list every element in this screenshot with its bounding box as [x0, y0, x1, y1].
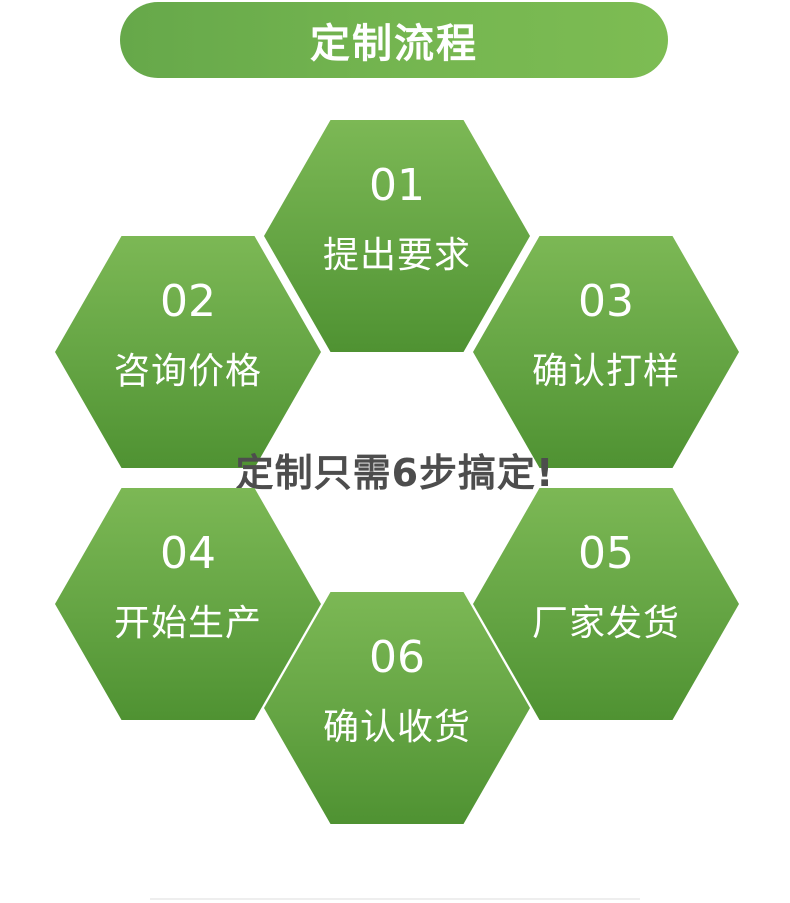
step-hexagon-06: 06 确认收货 — [264, 592, 530, 824]
step-label: 确认收货 — [322, 707, 471, 748]
step-number: 03 — [578, 276, 634, 327]
step-number: 05 — [578, 528, 634, 579]
step-number: 06 — [369, 632, 425, 683]
step-number: 04 — [160, 528, 216, 579]
process-tagline: 定制只需6步搞定! — [235, 451, 555, 495]
step-label: 确认打样 — [531, 351, 680, 392]
step-label: 提出要求 — [322, 235, 471, 276]
page-title: 定制流程 — [310, 21, 478, 67]
step-label: 开始生产 — [113, 603, 262, 644]
step-hexagon-04: 04 开始生产 — [55, 488, 321, 720]
step-hexagon-03: 03 确认打样 — [473, 236, 739, 468]
step-label: 咨询价格 — [113, 351, 262, 392]
bottom-divider — [150, 898, 640, 900]
step-hexagon-02: 02 咨询价格 — [55, 236, 321, 468]
step-number: 02 — [160, 276, 216, 327]
title-banner: 定制流程 — [120, 2, 668, 78]
step-label: 厂家发货 — [531, 603, 680, 644]
step-number: 01 — [369, 160, 425, 211]
step-hexagon-01: 01 提出要求 — [264, 120, 530, 352]
